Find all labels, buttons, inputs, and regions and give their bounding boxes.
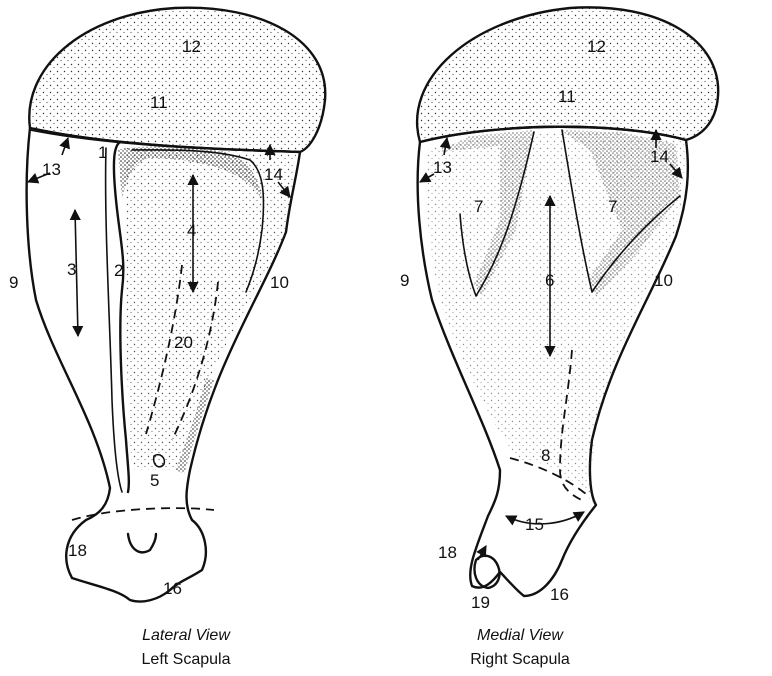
medial-label-16: 16 bbox=[550, 585, 569, 604]
medial-label-6: 6 bbox=[545, 271, 554, 290]
lateral-caption-bone: Left Scapula bbox=[142, 651, 231, 668]
lateral-label-4: 4 bbox=[187, 221, 196, 240]
medial-caption-bone: Right Scapula bbox=[470, 651, 570, 668]
lateral-label-5: 5 bbox=[150, 471, 159, 490]
medial-label-7b: 7 bbox=[608, 197, 617, 216]
lateral-label-12: 12 bbox=[182, 37, 201, 56]
lateral-label-3: 3 bbox=[67, 260, 76, 279]
lateral-label-16: 16 bbox=[163, 579, 182, 598]
medial-label-9: 9 bbox=[400, 271, 409, 290]
medial-label-8: 8 bbox=[541, 446, 550, 465]
lateral-label-10: 10 bbox=[270, 273, 289, 292]
medial-label-18: 18 bbox=[438, 543, 457, 562]
lateral-label-13: 13 bbox=[42, 160, 61, 179]
medial-label-14: 14 bbox=[650, 147, 669, 166]
medial-label-11: 11 bbox=[558, 87, 576, 106]
medial-caption-view: Medial View bbox=[477, 627, 564, 644]
medial-label-15: 15 bbox=[525, 515, 544, 534]
medial-supraglenoid-tubercle bbox=[475, 556, 500, 588]
lateral-label-9: 9 bbox=[9, 273, 18, 292]
lateral-label-20: 20 bbox=[174, 333, 193, 352]
medial-label-12: 12 bbox=[587, 37, 606, 56]
lateral-scapular-cartilage bbox=[29, 8, 325, 152]
lateral-infraspinous-shading bbox=[125, 148, 296, 470]
lateral-label-18: 18 bbox=[68, 541, 87, 560]
lateral-label-11: 11 bbox=[150, 93, 168, 112]
lateral-view-drawing bbox=[27, 8, 326, 602]
medial-arrow-15 bbox=[506, 512, 584, 524]
medial-label-19: 19 bbox=[471, 593, 490, 612]
lateral-arrow-13b bbox=[62, 138, 68, 155]
medial-arrow-18 bbox=[478, 546, 486, 560]
lateral-caption-view: Lateral View bbox=[142, 627, 231, 644]
medial-scapular-cartilage bbox=[417, 7, 718, 142]
lateral-label-2: 2 bbox=[114, 261, 123, 280]
lateral-label-1: 1 bbox=[98, 143, 107, 162]
lateral-neck-dashed-line bbox=[72, 508, 214, 520]
medial-label-7a: 7 bbox=[474, 197, 483, 216]
medial-label-13: 13 bbox=[433, 158, 452, 177]
medial-label-10: 10 bbox=[654, 271, 673, 290]
lateral-label-14: 14 bbox=[264, 165, 283, 184]
lateral-glenoid-notch bbox=[128, 534, 156, 552]
